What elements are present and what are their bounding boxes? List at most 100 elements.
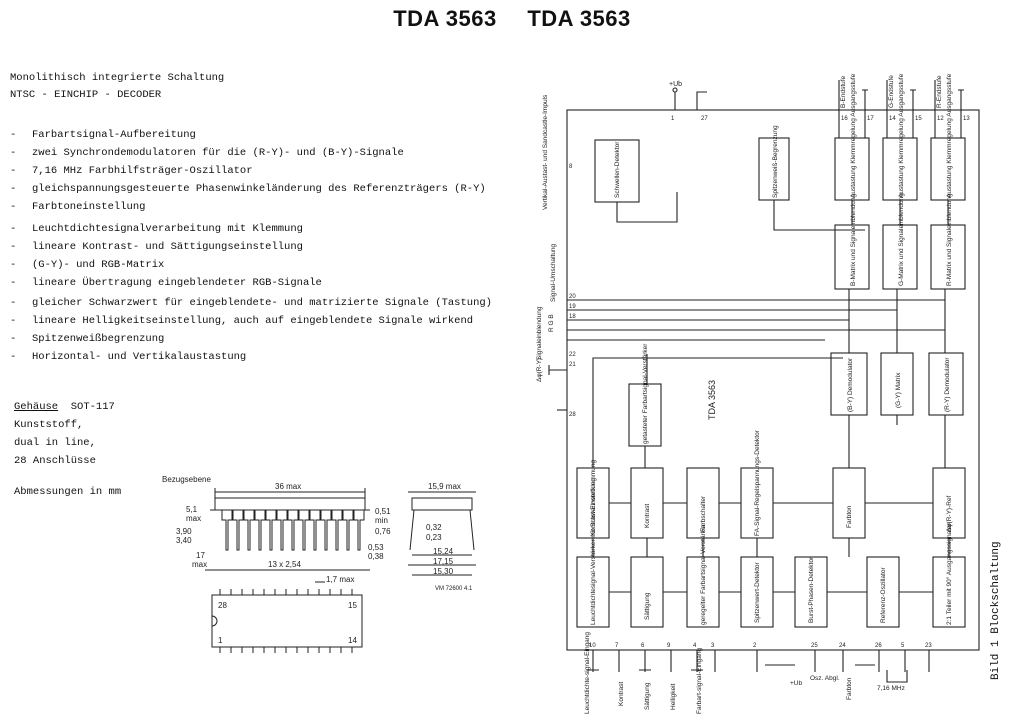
label-pin1: 1 <box>218 636 223 645</box>
label-pin14: 14 <box>348 636 357 645</box>
pin-16: 16 <box>841 116 848 122</box>
title-right: TDA 3563 <box>527 6 631 31</box>
block-leucht-verst: Leuchtdichtesignal-Verstärker mit Schwar… <box>590 460 597 625</box>
feature-item: -Spitzenweißbegrenzung <box>10 333 165 345</box>
label-max: max <box>186 514 201 523</box>
label-17: 17 <box>196 551 205 560</box>
intro: Monolithisch integrierte Schaltung NTSC … <box>10 70 224 104</box>
label-vert-impuls: Vertikal-Austast- und Sandcastle-Impuls <box>542 94 549 210</box>
intro-line-2: NTSC - EINCHIP - DECODER <box>10 89 162 101</box>
label-15-9max: 15,9 max <box>428 482 461 491</box>
package-line: dual in line, <box>14 437 96 449</box>
label-signal-umsch: Signal-Umschaltung <box>550 243 557 302</box>
feature-item: -Horizontal- und Vertikalaustastung <box>10 351 247 363</box>
label-bezugsebene: Bezugsebene <box>162 475 211 484</box>
block-ref-osz: Referenz-Oszillator <box>880 567 887 623</box>
pin-14: 14 <box>889 116 896 122</box>
pin-15: 15 <box>915 116 922 122</box>
feature-item: -lineare Übertragung eingeblendeter RGB-… <box>10 277 322 289</box>
pin-20: 20 <box>569 294 576 300</box>
label-17-15: 17,15 <box>433 557 454 566</box>
label-3-40: 3,40 <box>176 536 192 545</box>
pin-numbers: 27 1 16 17 14 15 12 13 8 18 19 20 21 22 … <box>569 116 970 649</box>
package-info: Gehäuse SOT-117 Kunststoff, dual in line… <box>14 398 115 470</box>
package-line: 28 Anschlüsse <box>14 455 96 467</box>
title-left: TDA 3563 <box>393 6 497 31</box>
input-saettigung: Sättigung <box>644 682 651 710</box>
label-pin15: 15 <box>348 601 357 610</box>
label-0-51: 0,51 <box>375 507 391 516</box>
input-farbton: Farbton <box>846 677 853 700</box>
side-pins <box>221 510 365 551</box>
feature-item: -lineare Kontrast- und Sättigungseinstel… <box>10 241 303 253</box>
block-austastung-r: Austastung Klemmregelung Ausgangsstufe <box>946 73 953 198</box>
label-min: min <box>375 516 388 525</box>
block-matrix-b: B-Matrix und Signaleinblendung <box>850 193 857 286</box>
block-ref-phase: Δφ(R-Y)-Ref <box>946 495 953 532</box>
label-endstufe-g: G-Endstufe <box>888 75 895 108</box>
label-15-30: 15,30 <box>433 567 454 576</box>
feature-item: -gleicher Schwarzwert für eingeblendete-… <box>10 297 492 309</box>
pin-5: 5 <box>901 643 905 649</box>
input-leucht: Leuchtdichte-signal-Eingang <box>584 632 591 714</box>
package-line: Kunststoff, <box>14 419 84 431</box>
figure-caption: Bild 1 Blockschaltung <box>990 541 1002 680</box>
pin-18: 18 <box>569 314 576 320</box>
feature-item: -Farbartsignal-Aufbereitung <box>10 129 196 141</box>
label-endstufe-r: R-Endstufe <box>936 75 943 108</box>
block-saettigung: Sättigung <box>644 592 651 620</box>
input-helligkeit: Helligkeit <box>670 683 677 710</box>
pin-8: 8 <box>569 164 573 170</box>
pin-25: 25 <box>811 643 818 649</box>
feature-item: -(G-Y)- und RGB-Matrix <box>10 259 165 271</box>
block-farbton: Farbton <box>846 505 853 528</box>
input-osz: Osz. Abgl. <box>810 675 840 682</box>
block-matrix-r: R-Matrix und Signaleinblendung <box>946 193 953 286</box>
feature-list-3: -gleicher Schwarzwert für eingeblendete-… <box>10 294 492 366</box>
label-3-90: 3,90 <box>176 527 192 536</box>
pin-9: 9 <box>667 643 671 649</box>
block-demod-by: (B-Y) Demodulator <box>847 357 854 412</box>
block-austastung-b: Austastung Klemmregelung Ausgangsstufe <box>850 73 857 198</box>
pin-4: 4 <box>693 643 697 649</box>
block-austastung-g: Austastung Klemmregelung Ausgangsstufe <box>898 73 905 198</box>
pin-21: 21 <box>569 362 576 368</box>
block-kontrast: Kontrast <box>644 504 651 528</box>
feature-list-2: -Leuchtdichtesignalverarbeitung mit Klem… <box>10 220 322 292</box>
page-title: TDA 3563 TDA 3563 <box>0 6 1024 32</box>
chip-label: TDA 3563 <box>707 380 717 420</box>
package-type: SOT-117 <box>70 401 115 413</box>
feature-item: -7,16 MHz Farbhilfsträger-Oszillator <box>10 165 253 177</box>
label-5-1: 5,1 <box>186 505 198 514</box>
block-spitzen: Spitzenweiß-Begrenzung <box>772 125 779 198</box>
pin-27: 27 <box>701 116 708 122</box>
block-demod-ry: (R-Y) Demodulator <box>944 357 951 412</box>
pin-13: 13 <box>963 116 970 122</box>
label-signal-einbl: Signaleinblendung <box>536 306 543 360</box>
pin-23: 23 <box>925 643 932 649</box>
label-0-76: 0,76 <box>375 527 391 536</box>
feature-item: -lineare Helligkeitseinstellung, auch au… <box>10 315 474 327</box>
input-ub: +Ub <box>790 680 802 687</box>
label-1-7max: 1,7 max <box>326 575 354 584</box>
block-getastet: getasteter Farbartsignal-Verstärker <box>642 343 649 444</box>
label-0-53: 0,53 <box>368 543 384 552</box>
label-max-2: max <box>192 560 207 569</box>
label-endstufe-b: B-Endstufe <box>840 75 847 108</box>
pin-17: 17 <box>867 116 874 122</box>
block-burst: Burst-Phasen-Detektor <box>808 556 815 623</box>
pin-6: 6 <box>641 643 645 649</box>
input-716: 7,16 MHz <box>877 685 905 692</box>
dimensions-note: Abmessungen in mm <box>14 486 122 498</box>
block-matrix-g: G-Matrix und Signaleinblendung <box>898 193 905 286</box>
label-ref: VM 72600 4.1 <box>435 586 473 592</box>
block-schwellen: Schwellen-Detektor <box>614 141 621 198</box>
package-drawing: Bezugsebene 36 max 5,1 max 3,90 3,40 17 … <box>162 475 476 653</box>
package-label: Gehäuse <box>14 401 59 413</box>
block-farbschalter: Farbschalter <box>700 495 707 532</box>
pin-19: 19 <box>569 304 576 310</box>
label-rgb: R G B <box>548 314 555 332</box>
feature-list-1: -Farbartsignal-Aufbereitung -zwei Synchr… <box>10 126 486 216</box>
block-fa-signal: FA-Signal-Regelspannungs-Detektor <box>754 429 761 536</box>
block-spitzenwert: Spitzenwert-Detektor <box>754 561 761 623</box>
